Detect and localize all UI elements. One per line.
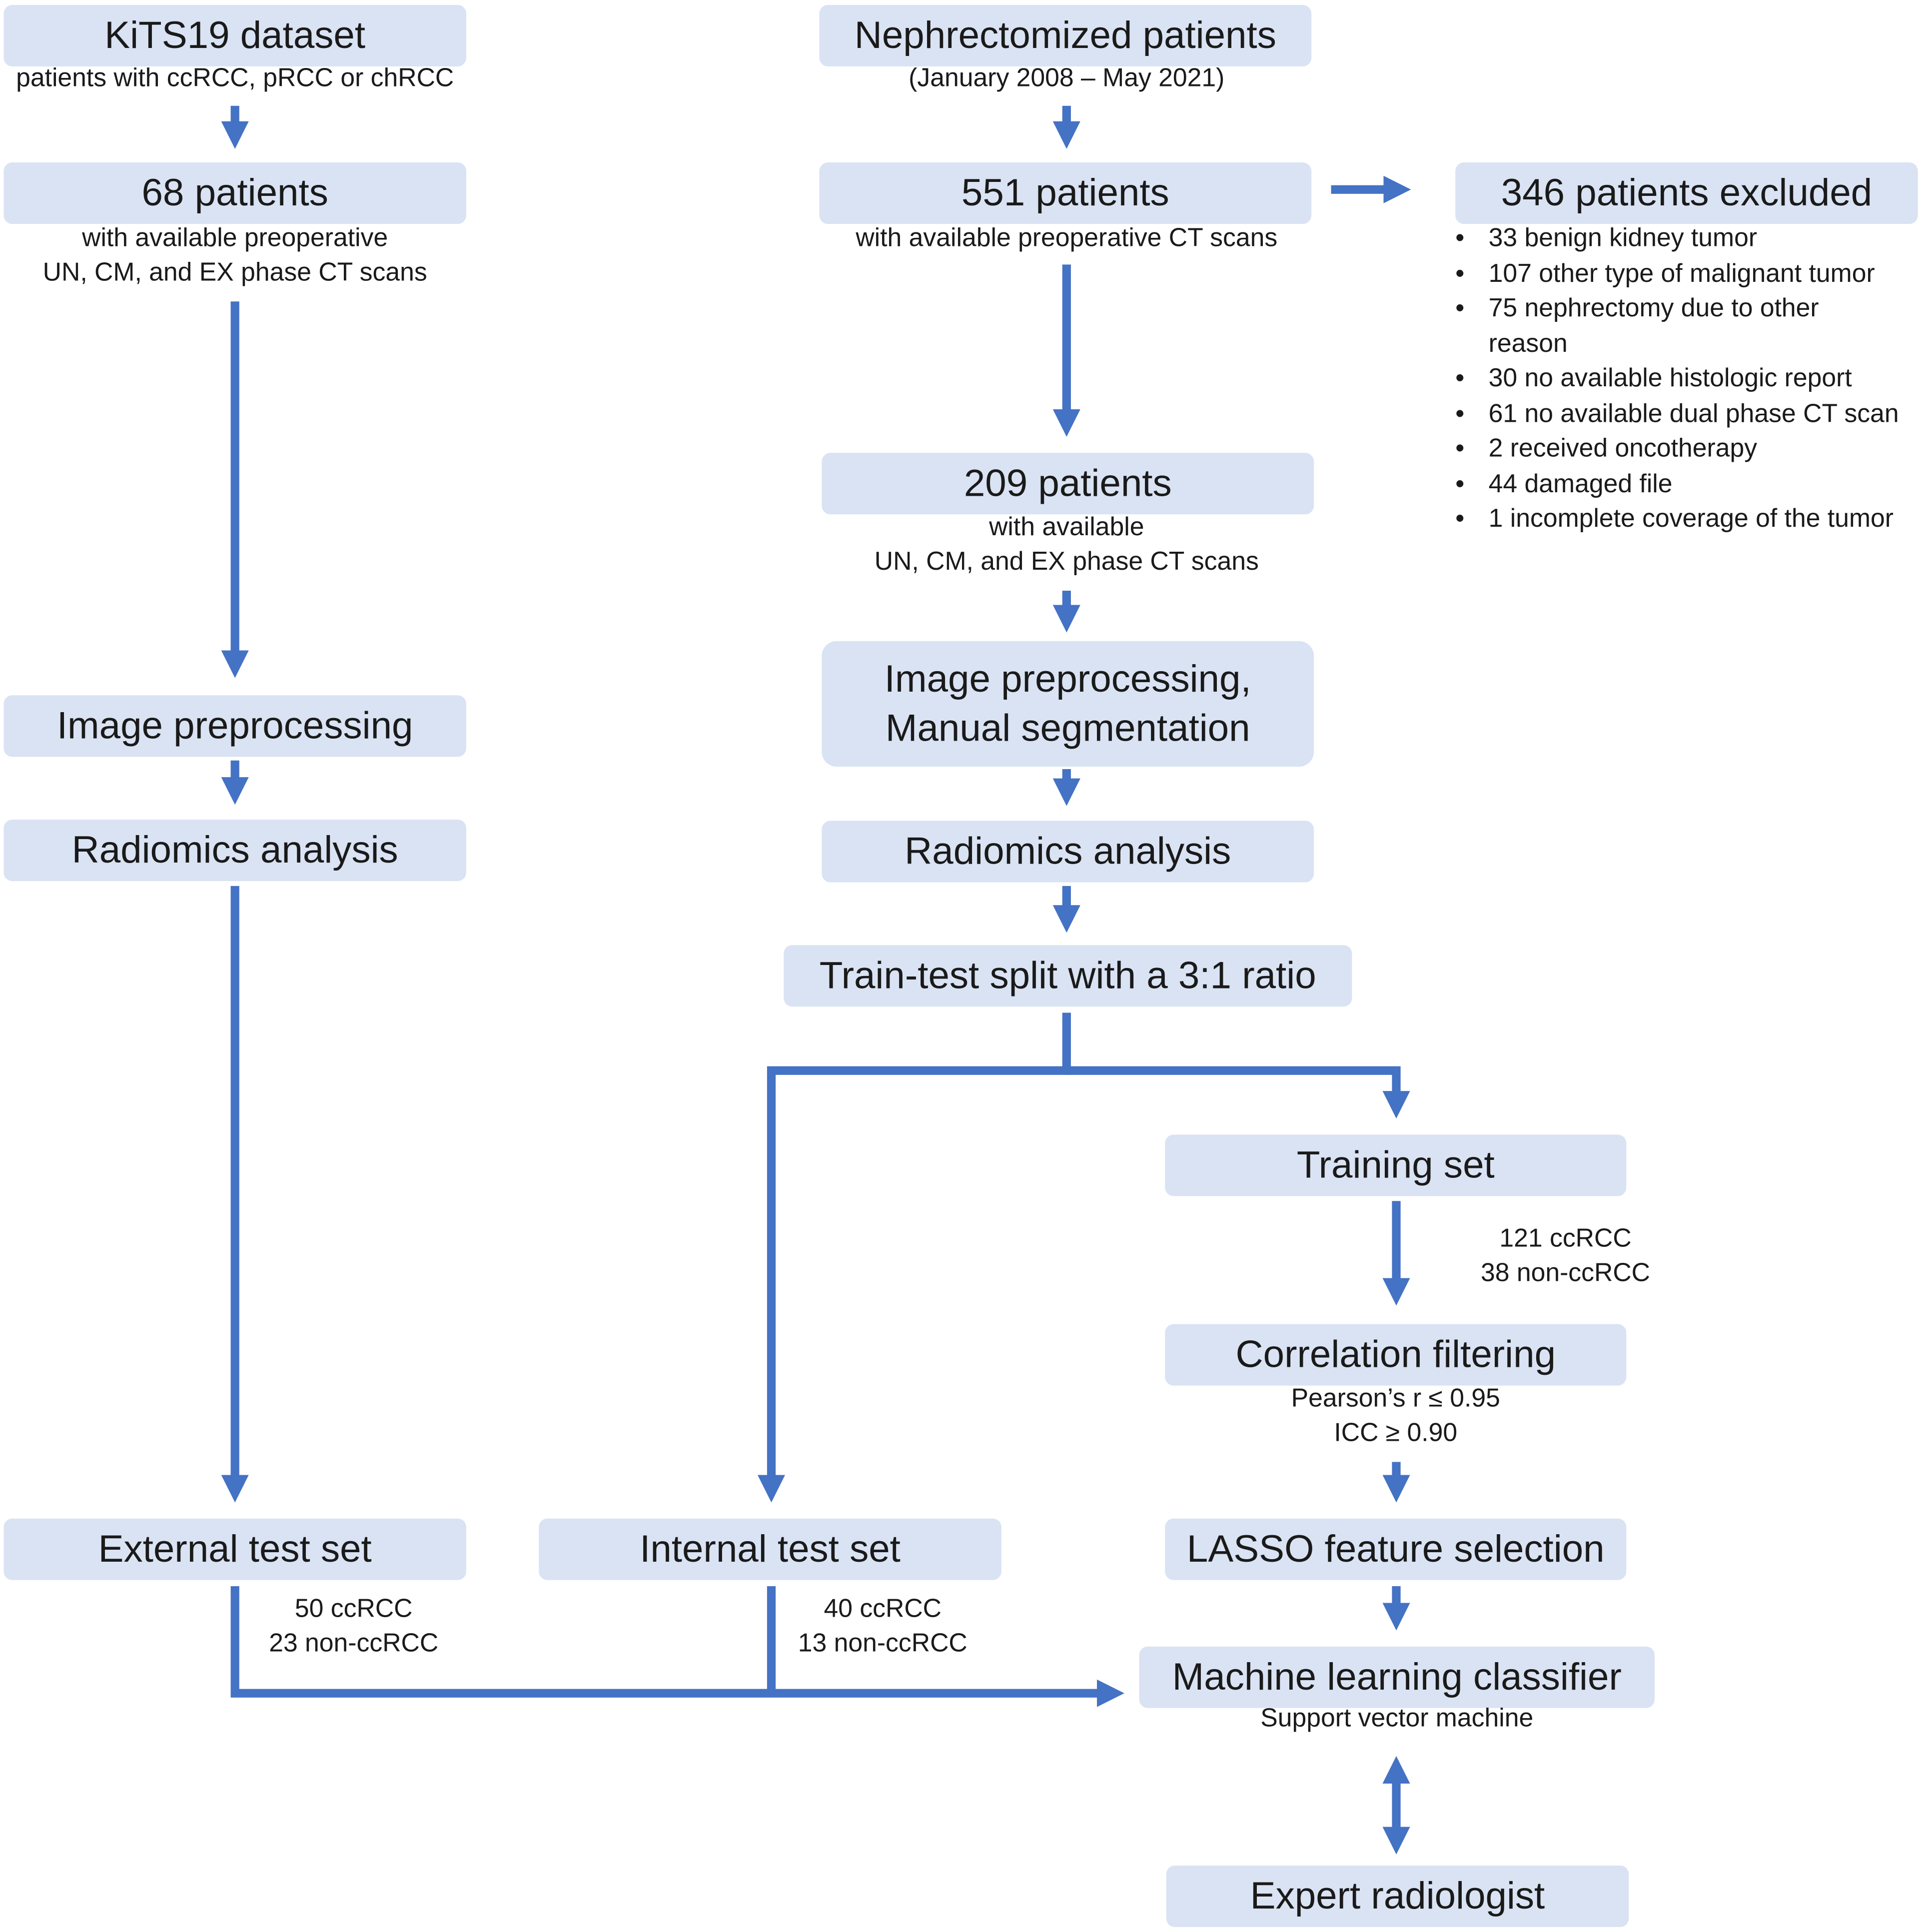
left-radiomics-title: Radiomics analysis bbox=[71, 828, 398, 871]
training-set-counts: 121 ccRCC 38 non-ccRCC bbox=[1480, 1224, 1651, 1287]
lasso-box: LASSO feature selection bbox=[1165, 1518, 1627, 1580]
exclusion-reason: 33 benign kidney tumor bbox=[1455, 221, 1921, 256]
classifier-subtitle: Support vector machine bbox=[1260, 1704, 1534, 1733]
included-patients-subtitle: with available UN, CM, and EX phase CT s… bbox=[874, 513, 1259, 576]
center-preprocessing-line-1: Image preprocessing, bbox=[884, 657, 1251, 700]
left-radiomics-box: Radiomics analysis bbox=[3, 819, 466, 882]
nephrectomized-subtitle: (January 2008 – May 2021) bbox=[909, 64, 1225, 92]
lasso-title: LASSO feature selection bbox=[1186, 1527, 1605, 1570]
exclusion-reason: 75 nephrectomy due to other reason bbox=[1455, 292, 1858, 362]
expert-radiologist-box: Expert radiologist bbox=[1166, 1865, 1629, 1928]
expert-radiologist-title: Expert radiologist bbox=[1250, 1874, 1545, 1918]
left-preprocessing-title: Image preprocessing bbox=[56, 704, 413, 747]
exclusion-reason: 107 other type of malignant tumor bbox=[1455, 256, 1921, 291]
external-test-counts: 50 ccRCC 23 non-ccRCC bbox=[269, 1595, 439, 1658]
left-patients-subtitle: with available preoperative UN, CM, and … bbox=[42, 224, 427, 287]
exclusion-reason: 44 damaged file bbox=[1455, 467, 1921, 502]
left-preprocessing-box: Image preprocessing bbox=[3, 695, 466, 757]
exclusion-reason: 61 no available dual phase CT scan bbox=[1455, 397, 1921, 432]
center-radiomics-title: Radiomics analysis bbox=[905, 829, 1231, 873]
internal-test-counts: 40 ccRCC 13 non-ccRCC bbox=[798, 1595, 967, 1658]
center-preprocessing-line-2: Manual segmentation bbox=[885, 706, 1250, 750]
external-test-set-title: External test set bbox=[98, 1527, 372, 1570]
nephrectomized-box: Nephrectomized patients bbox=[819, 4, 1312, 66]
train-test-split-box: Train-test split with a 3:1 ratio bbox=[784, 945, 1352, 1007]
excluded-patients-box: 346 patients excluded bbox=[1455, 162, 1918, 224]
center-patients-box: 551 patients bbox=[819, 162, 1312, 224]
center-preprocessing-box: Image preprocessing, Manual segmentation bbox=[822, 641, 1314, 767]
train-test-split-title: Train-test split with a 3:1 ratio bbox=[819, 953, 1316, 997]
internal-test-set-title: Internal test set bbox=[640, 1527, 901, 1570]
center-patients-subtitle: with available preoperative CT scans bbox=[856, 224, 1278, 252]
kits19-dataset-subtitle: patients with ccRCC, pRCC or chRCC bbox=[16, 64, 454, 92]
internal-test-set-box: Internal test set bbox=[539, 1518, 1001, 1580]
excluded-patients-title: 346 patients excluded bbox=[1501, 170, 1873, 214]
left-patients-box: 68 patients bbox=[3, 162, 466, 224]
classifier-box: Machine learning classifier bbox=[1139, 1646, 1655, 1708]
arrow-split-to-training bbox=[1066, 1066, 1410, 1119]
center-patients-title: 551 patients bbox=[961, 170, 1169, 214]
center-radiomics-box: Radiomics analysis bbox=[822, 821, 1314, 883]
exclusion-reason: 30 no available histologic report bbox=[1455, 362, 1921, 397]
external-test-set-box: External test set bbox=[3, 1518, 466, 1580]
kits19-dataset-title: KiTS19 dataset bbox=[104, 13, 366, 56]
exclusion-reason: 2 received oncotherapy bbox=[1455, 432, 1921, 467]
included-patients-box: 209 patients bbox=[822, 453, 1314, 515]
correlation-filtering-box: Correlation filtering bbox=[1165, 1324, 1627, 1386]
connector-split-branch bbox=[757, 1012, 1071, 1503]
nephrectomized-title: Nephrectomized patients bbox=[854, 13, 1276, 56]
training-set-box: Training set bbox=[1165, 1134, 1627, 1196]
connector-external-to-classifier bbox=[230, 1586, 1124, 1707]
classifier-title: Machine learning classifier bbox=[1172, 1655, 1622, 1698]
training-set-title: Training set bbox=[1296, 1143, 1495, 1186]
correlation-filtering-criteria: Pearson’s r ≤ 0.95 ICC ≥ 0.90 bbox=[1291, 1384, 1500, 1447]
exclusion-reason: 1 incomplete coverage of the tumor bbox=[1455, 502, 1921, 537]
left-patients-title: 68 patients bbox=[141, 170, 328, 214]
correlation-filtering-title: Correlation filtering bbox=[1235, 1332, 1556, 1376]
exclusion-reasons-list: 33 benign kidney tumor 107 other type of… bbox=[1455, 221, 1921, 537]
kits19-dataset-box: KiTS19 dataset bbox=[3, 4, 466, 66]
included-patients-title: 209 patients bbox=[963, 461, 1172, 505]
